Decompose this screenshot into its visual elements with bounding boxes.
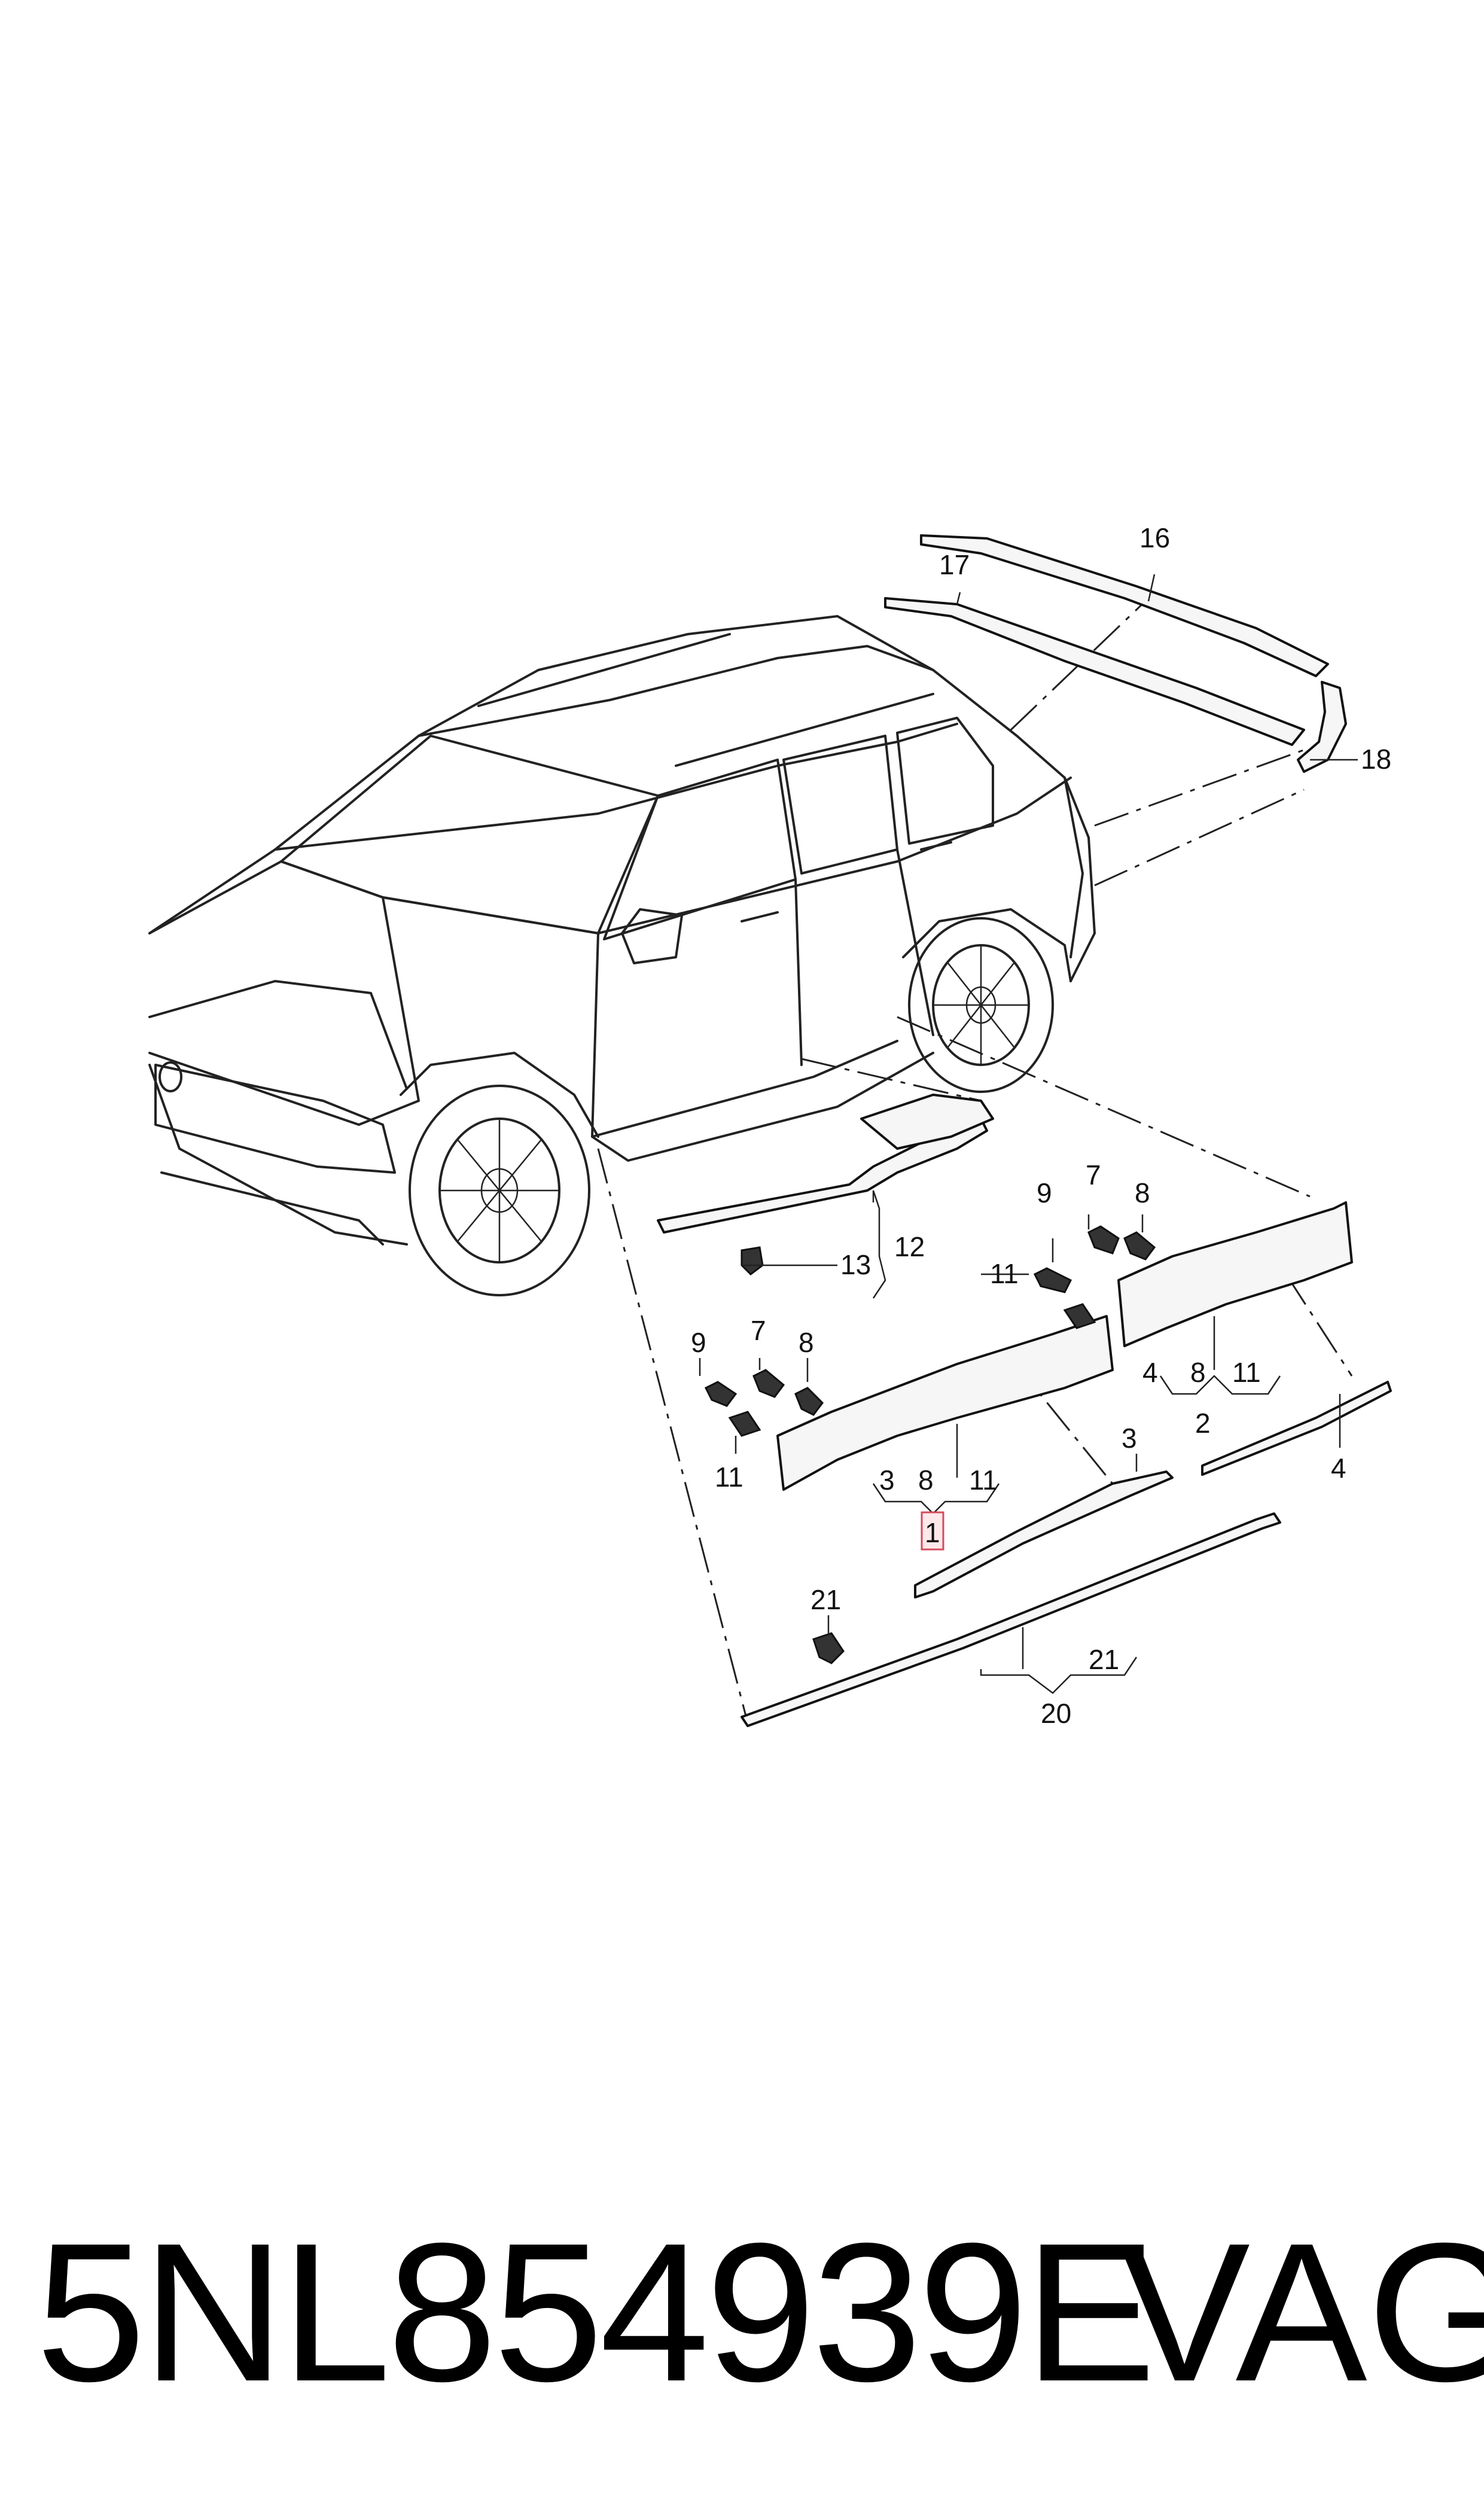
callout-11-group-left: 11 (969, 1464, 998, 1496)
callout-8-left: 8 (799, 1327, 814, 1358)
callout-1: 1 (925, 1517, 940, 1548)
callout-3-right: 3 (1122, 1423, 1137, 1454)
callout-9-right: 9 (1037, 1177, 1052, 1208)
callout-18: 18 (1361, 744, 1391, 775)
callout-8-group-left: 8 (918, 1464, 934, 1496)
callout-9-left: 9 (691, 1327, 706, 1358)
callout-8-group-right: 8 (1190, 1357, 1206, 1388)
callout-3-group-left: 3 (879, 1464, 895, 1496)
callout-11-left: 11 (715, 1462, 743, 1493)
callout-21-right: 21 (1089, 1644, 1119, 1675)
callout-1-highlight (921, 1511, 944, 1551)
callout-12: 12 (894, 1231, 925, 1262)
sill-parts (657, 1094, 994, 1275)
callout-11-right: 11 (990, 1258, 1019, 1289)
callout-16: 16 (1139, 522, 1170, 553)
leader-lines (597, 597, 1353, 1724)
door-moulding-parts (741, 1201, 1392, 1727)
brand-label: VAG (1119, 2202, 1484, 2422)
callout-labels: 16 17 18 12 13 9 7 8 11 4 8 11 2 9 7 8 1… (691, 522, 1391, 1729)
callout-4-right: 4 (1331, 1453, 1346, 1484)
part-number: 5NL854939E (36, 2202, 1156, 2422)
car-illustration (148, 615, 1096, 1296)
callout-2: 2 (1195, 1408, 1211, 1439)
callout-4-group: 4 (1142, 1357, 1158, 1388)
callout-21-left: 21 (810, 1584, 841, 1615)
callout-7-right: 7 (1086, 1159, 1101, 1191)
callout-7-left: 7 (751, 1315, 766, 1346)
callout-11-group-right: 11 (1232, 1357, 1261, 1388)
callout-17: 17 (939, 549, 970, 580)
fasteners (704, 1225, 1156, 1664)
callout-8-right: 8 (1135, 1177, 1150, 1208)
roof-trim-parts (884, 534, 1347, 773)
callout-13: 13 (840, 1249, 871, 1280)
callout-20: 20 (1041, 1698, 1071, 1729)
